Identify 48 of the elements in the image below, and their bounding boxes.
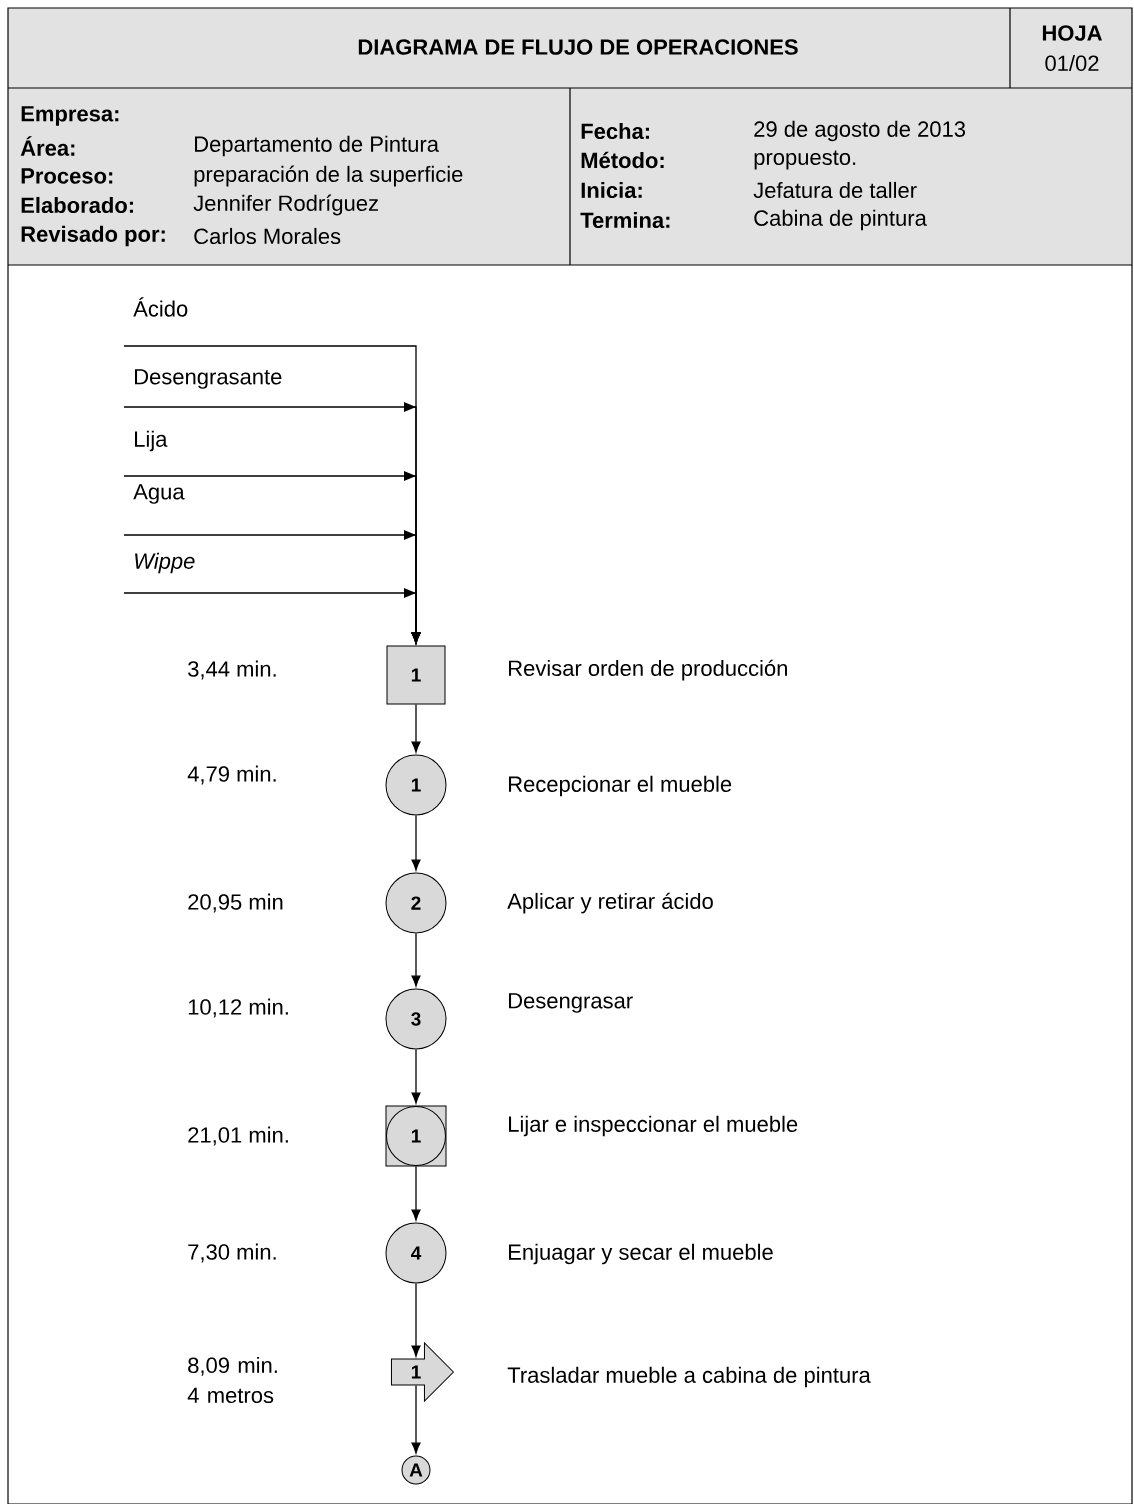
arrow bbox=[411, 1282, 421, 1357]
title: DIAGRAMA DE FLUJO DE OPERACIONES bbox=[358, 39, 798, 55]
field-value: Jennifer Rodríguez bbox=[193, 194, 378, 216]
field-value: Carlos Morales bbox=[194, 227, 341, 245]
time-label: 10,12 min. bbox=[188, 998, 288, 1018]
time-label: 7,30 min. bbox=[188, 1243, 276, 1263]
time-label: 3,44 min. bbox=[188, 660, 276, 680]
arrow bbox=[411, 814, 421, 871]
step-description: Desengrasar bbox=[509, 993, 633, 1013]
input-label: Wippe bbox=[135, 552, 195, 574]
field-value: Departamento de Pintura bbox=[195, 135, 439, 157]
input-label: Ácido bbox=[133, 297, 188, 317]
field-label: Área: bbox=[20, 136, 75, 156]
step-description: Revisar orden de producción bbox=[509, 659, 787, 681]
time-label: 8,09 min. 4 metros bbox=[187, 1356, 277, 1404]
field-label: Fecha: bbox=[581, 122, 649, 140]
field-value: 29 de agosto de 2013 bbox=[754, 120, 966, 142]
field-label: Revisado por: bbox=[21, 225, 165, 247]
field-value: Jefatura de taller bbox=[753, 181, 917, 199]
time-label: 4,79 min. bbox=[187, 765, 276, 785]
time-label: 21,01 min. bbox=[188, 1126, 288, 1146]
input-label: Agua bbox=[133, 484, 185, 504]
time-label: 20,95 min bbox=[188, 893, 283, 913]
step-description: Trasladar mueble a cabina de pintura bbox=[507, 1366, 871, 1388]
field-label: Método: bbox=[581, 151, 664, 169]
field-value: Cabina de pintura bbox=[754, 209, 927, 231]
field-label: Elaborado: bbox=[21, 196, 133, 214]
arrow bbox=[411, 1048, 421, 1104]
field-label: Inicia: bbox=[581, 181, 642, 199]
field-label: Empresa: bbox=[21, 106, 119, 126]
input-label: Lija bbox=[135, 430, 168, 452]
arrow bbox=[411, 932, 421, 987]
field-value: preparación de la superficie bbox=[194, 165, 463, 187]
arrow bbox=[411, 1384, 421, 1454]
operation-square: 1 bbox=[386, 645, 446, 705]
input-line bbox=[123, 588, 421, 644]
step-description: Lijar e inspeccionar el mueble bbox=[509, 1115, 798, 1137]
sheet-number: 01/02 bbox=[1045, 54, 1099, 72]
step-description: Enjuagar y secar el mueble bbox=[509, 1243, 773, 1265]
arrow bbox=[411, 703, 421, 753]
sheet-label: HOJA bbox=[1042, 25, 1102, 41]
step-description: Aplicar y retirar ácido bbox=[507, 892, 713, 914]
step-description: Recepcionar el mueble bbox=[509, 775, 732, 797]
field-label: Proceso: bbox=[21, 168, 113, 184]
field-value: propuesto. bbox=[754, 150, 856, 170]
field-label: Termina: bbox=[580, 211, 670, 229]
input-label: Desengrasante bbox=[135, 369, 282, 389]
arrow bbox=[411, 1165, 421, 1221]
